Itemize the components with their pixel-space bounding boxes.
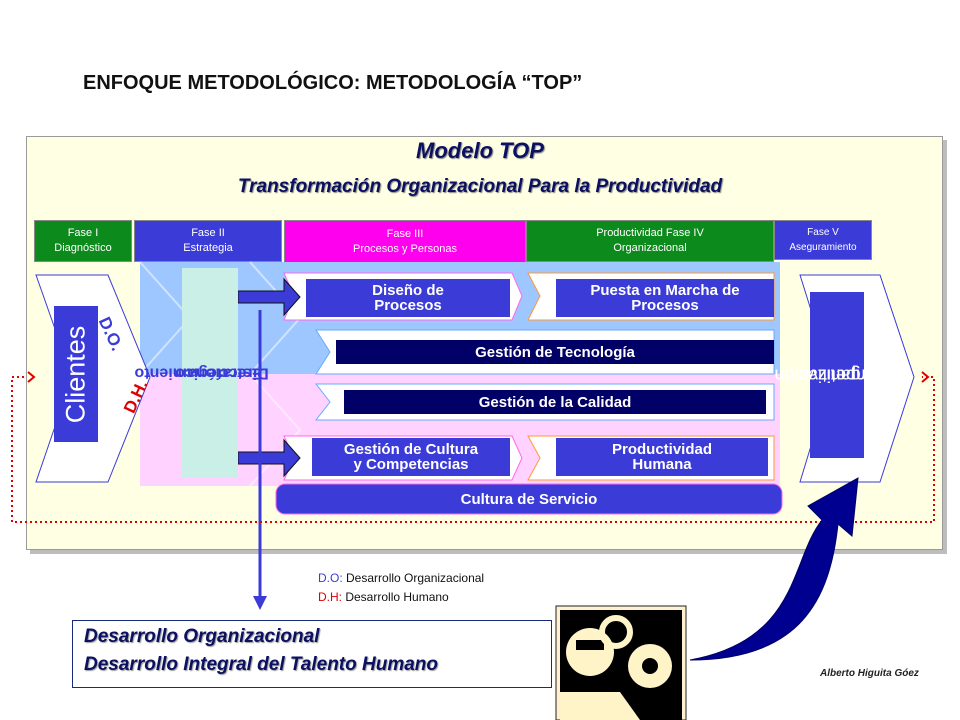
phase-2-header: Fase II Estrategia xyxy=(134,220,282,262)
chevron-right-icon xyxy=(27,371,36,383)
phase-3-name: Fase III xyxy=(386,228,424,240)
development-box xyxy=(72,620,552,688)
curved-arrow-icon xyxy=(689,477,859,661)
chevron-right-icon xyxy=(921,371,930,383)
development-line2: Desarrollo Integral del Talento Humano xyxy=(84,654,439,675)
gear-icon xyxy=(599,615,633,649)
gear-icon xyxy=(642,658,658,674)
model-subtitle: Transformación Organizacional Para la Pr… xyxy=(237,176,723,197)
legend-do-key: D.O: xyxy=(318,571,343,585)
arrow-right-icon xyxy=(237,438,301,478)
phase-4-name: Productividad Fase IV xyxy=(596,227,704,239)
phase-4-header: Productividad Fase IV Organizacional xyxy=(526,220,774,262)
cultura-servicio-shape xyxy=(275,483,783,515)
direccionamiento-label: Direccionamiento Estratégico xyxy=(134,268,268,478)
phase-1-name: Fase I xyxy=(67,227,99,239)
legend-dh-key: D.H: xyxy=(318,590,342,604)
legend-dh-text: Desarrollo Humano xyxy=(345,590,449,604)
clientes-label: Clientes xyxy=(60,325,91,423)
phase-1-desc: Diagnóstico xyxy=(54,242,112,254)
gestion-cultura: Gestión de Cultura y Competencias xyxy=(312,438,510,476)
phase-5-name: Fase V xyxy=(807,227,839,238)
clientes-box: Clientes xyxy=(54,306,98,442)
productividad-humana: Productividad Humana xyxy=(556,438,768,476)
diseno-procesos: Diseño de Procesos xyxy=(306,279,510,317)
development-line1: Desarrollo Organizacional xyxy=(84,626,320,647)
feedback-loop xyxy=(11,376,935,523)
gestion-calidad: Gestión de la Calidad xyxy=(344,390,766,414)
model-title: Modelo TOP xyxy=(416,138,544,163)
shoulder-silhouette-icon xyxy=(560,692,640,720)
page-title: ENFOQUE METODOLÓGICO: METODOLOGÍA “TOP” xyxy=(83,72,583,94)
band-chevron xyxy=(249,373,302,487)
direccionamiento-box xyxy=(182,268,238,478)
legend-do-text: Desarrollo Organizacional xyxy=(346,571,485,585)
phase-4-desc: Organizacional xyxy=(613,242,687,254)
legend-do: D.O: Desarrollo Organizacional xyxy=(318,571,484,585)
organizacion-line2: Competitiva xyxy=(798,365,895,386)
cultura-servicio: Cultura de Servicio xyxy=(460,490,598,508)
gestion-tecnologia: Gestión de Tecnología xyxy=(336,340,774,364)
phase-3-header: Fase III Procesos y Personas xyxy=(284,220,526,264)
phase-3-desc: Procesos y Personas xyxy=(353,243,457,255)
head-silhouette-icon xyxy=(566,628,614,676)
phase-2-name: Fase II xyxy=(191,227,225,239)
puesta-en-marcha: Puesta en Marcha de Procesos xyxy=(556,279,774,317)
arrow-down-icon xyxy=(253,596,267,610)
head-silhouette-icon xyxy=(576,640,604,650)
arrow-right-icon xyxy=(237,277,301,317)
legend-dh: D.H: Desarrollo Humano xyxy=(318,590,449,604)
phase-2-desc: Estrategia xyxy=(183,242,233,254)
phase-5-header: Fase V Aseguramiento xyxy=(774,220,872,260)
direccionamiento-line2: Estratégico xyxy=(174,364,263,382)
phase-1-header: Fase I Diagnóstico xyxy=(34,220,132,262)
phase-5-desc: Aseguramiento xyxy=(789,242,857,253)
author-credit: Alberto Higuita Góez xyxy=(820,668,919,679)
organizacion-box: Organización Competitiva xyxy=(774,292,894,458)
